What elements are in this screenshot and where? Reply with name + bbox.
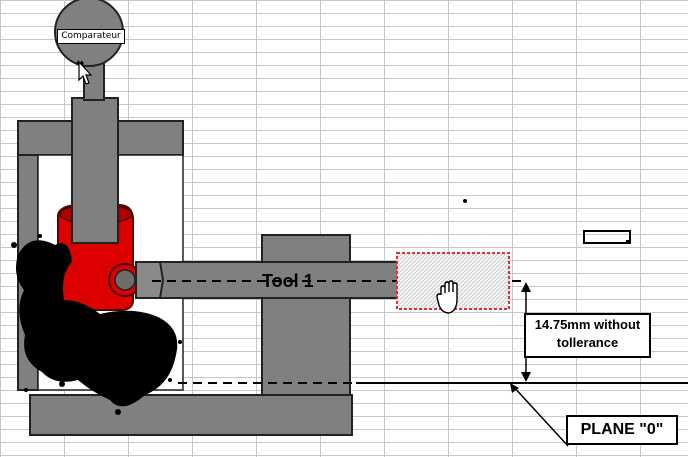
debris-texture: [11, 234, 182, 415]
dimension-arrow-down: [521, 372, 531, 382]
dimension-arrow-up: [521, 282, 531, 292]
comparator-label: Comparateur: [57, 29, 125, 44]
cell-selection-box[interactable]: [583, 230, 631, 244]
dimension-label-line1: 14.75mm without: [534, 317, 641, 332]
stray-dot: [463, 199, 467, 203]
hand-grab-icon: [436, 280, 458, 314]
arrow-move-cursor-icon: [76, 60, 93, 85]
tool-arm-end: [135, 261, 165, 299]
vertical-spindle[interactable]: [71, 97, 119, 244]
dimension-label: 14.75mm without tollerance: [524, 313, 651, 358]
plane-label: PLANE "0": [566, 415, 678, 445]
support-block[interactable]: [261, 234, 351, 396]
plane-leader-line: [511, 384, 569, 447]
base-plate[interactable]: [29, 394, 353, 436]
dimension-label-line2: tollerance: [556, 335, 619, 350]
tool-label: Tool 1: [262, 271, 314, 291]
